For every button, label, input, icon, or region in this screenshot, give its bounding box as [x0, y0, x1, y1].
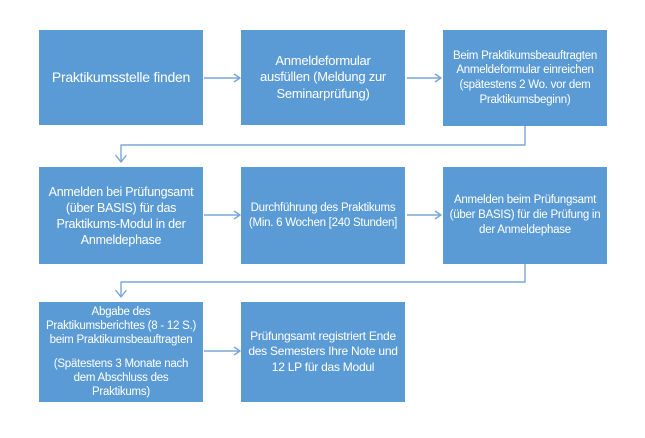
step-note-registrierung: Prüfungsamt registriert Ende des Semeste… [241, 302, 405, 402]
step-anmeldeformular-ausfuellen: Anmeldeformular ausfüllen (Meldung zur S… [241, 30, 405, 125]
elbow-arrow-row1-row2-icon [121, 126, 526, 162]
step-label: Abgabe des Praktikumsberichtes (8 - 12 S… [45, 306, 197, 347]
step-anmelden-praktikums-modul: Anmelden bei Prüfungsamt (über BASIS) fü… [39, 167, 203, 264]
step-label: Prüfungsamt registriert Ende des Semeste… [248, 328, 398, 374]
step-sublabel: (Spätestens 3 Monate nach dem Abschluss … [53, 357, 189, 398]
step-label: Beim Praktikumsbeauftragten Anmeldeformu… [452, 49, 598, 106]
step-label: Anmelden beim Prüfungsamt (über BASIS) f… [449, 194, 601, 236]
step-anmeldeformular-einreichen: Beim Praktikumsbeauftragten Anmeldeformu… [443, 30, 607, 126]
step-label: Anmeldeformular ausfüllen (Meldung zur S… [259, 52, 387, 101]
step-abgabe-praktikumsbericht: Abgabe des Praktikumsberichtes (8 - 12 S… [39, 302, 203, 402]
step-label: Durchführung des Praktikums (Min. 6 Woch… [248, 201, 398, 229]
step-label: Praktikumsstelle finden [51, 68, 191, 85]
step-durchfuehrung-praktikum: Durchführung des Praktikums (Min. 6 Woch… [241, 167, 405, 264]
step-anmelden-pruefung: Anmelden beim Prüfungsamt (über BASIS) f… [443, 167, 607, 264]
elbow-arrow-row2-row3-icon [121, 264, 526, 297]
step-label: Anmelden bei Prüfungsamt (über BASIS) fü… [48, 184, 194, 247]
step-praktikumsstelle-finden: Praktikumsstelle finden [39, 30, 203, 125]
